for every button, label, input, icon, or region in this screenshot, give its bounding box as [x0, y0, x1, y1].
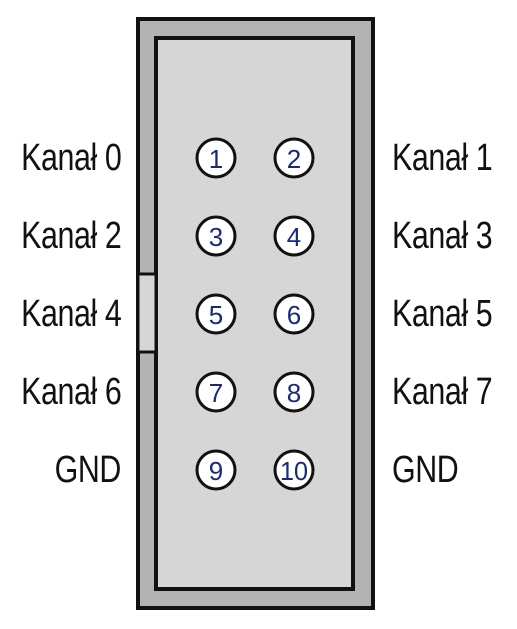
pin-number-8: 8 [287, 378, 301, 408]
pin-label-3: Kanał 2 [20, 215, 122, 257]
pin-number-3: 3 [209, 222, 223, 252]
pin-number-10: 10 [280, 456, 308, 486]
pin-number-7: 7 [209, 378, 223, 408]
pin-number-9: 9 [209, 456, 223, 486]
pin-number-6: 6 [287, 300, 301, 330]
pin-4 [273, 215, 315, 257]
pin-label-9: GND [54, 449, 122, 491]
pin-3 [195, 215, 237, 257]
pin-label-6: Kanał 5 [392, 293, 493, 335]
pin-label-2: Kanał 1 [392, 137, 493, 179]
pin-label-4: Kanał 3 [392, 215, 493, 257]
pin-7 [195, 371, 237, 413]
pin-5 [195, 293, 237, 335]
pin-label-7: Kanał 6 [20, 371, 122, 413]
pin-number-4: 4 [287, 222, 301, 252]
pins-group: 1 2 3 4 5 6 7 8 9 10 [195, 137, 315, 491]
pin-1 [195, 137, 237, 179]
pin-label-10: GND [392, 449, 459, 491]
pin-number-5: 5 [209, 300, 223, 330]
pin-8 [273, 371, 315, 413]
pin-number-2: 2 [287, 144, 301, 174]
pin-10 [273, 449, 315, 491]
pin-label-1: Kanał 0 [20, 137, 122, 179]
pin-number-1: 1 [209, 144, 223, 174]
pin-9 [195, 449, 237, 491]
pin-6 [273, 293, 315, 335]
pin-label-8: Kanał 7 [392, 371, 493, 413]
pin-label-5: Kanał 4 [20, 293, 122, 335]
pin-2 [273, 137, 315, 179]
polarization-key [136, 272, 158, 354]
housing-inner [154, 36, 355, 591]
